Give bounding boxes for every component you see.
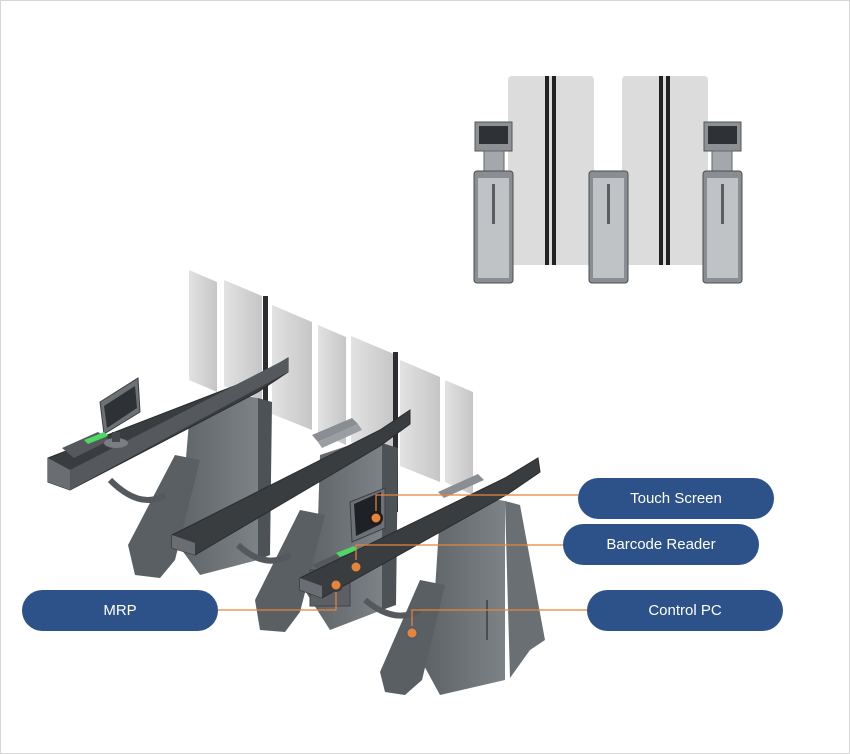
glass-panel xyxy=(445,380,473,495)
top-plate xyxy=(171,409,411,556)
glass-panel xyxy=(272,305,312,430)
flap-bar xyxy=(552,76,556,265)
cabinet-1 xyxy=(47,357,289,578)
mrp-callout: MRP xyxy=(22,590,218,631)
gate-top-view xyxy=(473,76,743,284)
flap-bar xyxy=(659,76,663,265)
glass-panel xyxy=(318,325,346,445)
leader-lines xyxy=(218,494,587,633)
leader-line-control-pc xyxy=(411,609,587,633)
leader-line-touch-screen xyxy=(375,494,578,518)
flap-bar xyxy=(545,76,549,265)
glass-panel xyxy=(400,360,440,482)
gate-perspective-view xyxy=(47,270,545,695)
glass-panel xyxy=(224,280,262,400)
barcode-reader xyxy=(104,438,128,448)
flap-bar xyxy=(666,76,670,265)
control-pc-callout: Control PC xyxy=(587,590,783,631)
leader-line-barcode-reader xyxy=(355,544,563,567)
markers xyxy=(329,511,419,640)
glass-panel-left xyxy=(508,76,594,265)
glass-panel xyxy=(189,270,217,392)
touch-screen-callout: Touch Screen xyxy=(578,478,774,519)
barcode-reader-callout: Barcode Reader xyxy=(563,524,759,565)
leader-line-mrp xyxy=(218,585,337,611)
glass-panel-right xyxy=(622,76,708,265)
